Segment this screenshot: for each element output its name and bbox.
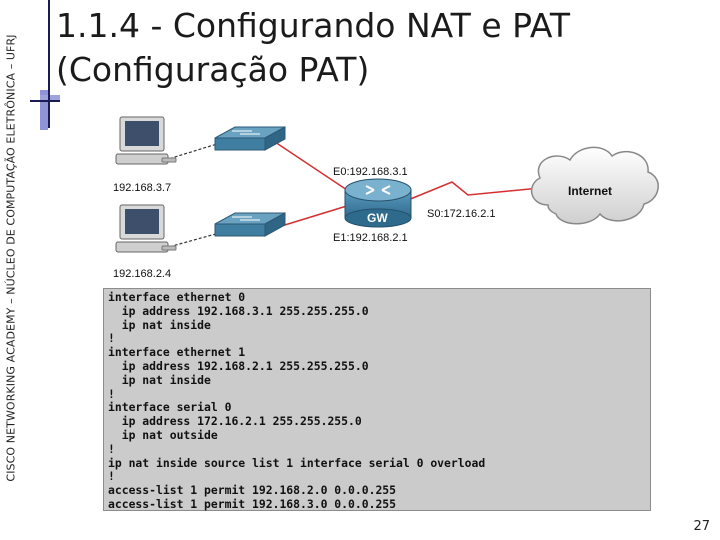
config-line: ! <box>108 443 650 457</box>
pc2-ip-label: 192.168.2.4 <box>113 268 171 280</box>
config-code-box: interface ethernet 0 ip address 192.168.… <box>103 288 651 511</box>
config-line: ! <box>108 332 650 346</box>
e1-label: E1:192.168.2.1 <box>333 232 408 244</box>
config-line: ip nat inside source list 1 interface se… <box>108 457 650 471</box>
config-line: interface ethernet 1 <box>108 346 650 360</box>
config-line: ! <box>108 470 650 484</box>
pc1-ip-label: 192.168.3.7 <box>113 182 171 194</box>
switch1-icon <box>215 127 285 150</box>
config-line: interface ethernet 0 <box>108 291 650 305</box>
config-line: ip address 192.168.3.1 255.255.255.0 <box>108 305 650 319</box>
config-line: access-list 1 permit 192.168.3.0 0.0.0.2… <box>108 498 650 512</box>
internet-label: Internet <box>568 184 612 198</box>
switch2-icon <box>215 213 285 236</box>
pc2-icon <box>116 205 176 252</box>
config-line: ip nat inside <box>108 374 650 388</box>
e0-label: E0:192.168.3.1 <box>333 166 408 178</box>
link-switch2-router <box>275 205 350 228</box>
pc1-icon <box>116 117 176 164</box>
network-diagram: 192.168.3.7 192.168.2.4 GW E0:192.168.3.… <box>0 0 720 290</box>
config-line: ip nat outside <box>108 429 650 443</box>
config-line: ip address 172.16.2.1 255.255.255.0 <box>108 415 650 429</box>
config-line: ip nat inside <box>108 319 650 333</box>
config-line: ! <box>108 388 650 402</box>
config-line: access-list 1 permit 192.168.2.0 0.0.0.2… <box>108 484 650 498</box>
config-line: interface serial 0 <box>108 401 650 415</box>
link-router-internet <box>408 182 540 200</box>
page-number: 27 <box>693 519 710 534</box>
s0-label: S0:172.16.2.1 <box>427 208 496 220</box>
router-name: GW <box>367 211 388 225</box>
config-line: ip address 192.168.2.1 255.255.255.0 <box>108 360 650 374</box>
